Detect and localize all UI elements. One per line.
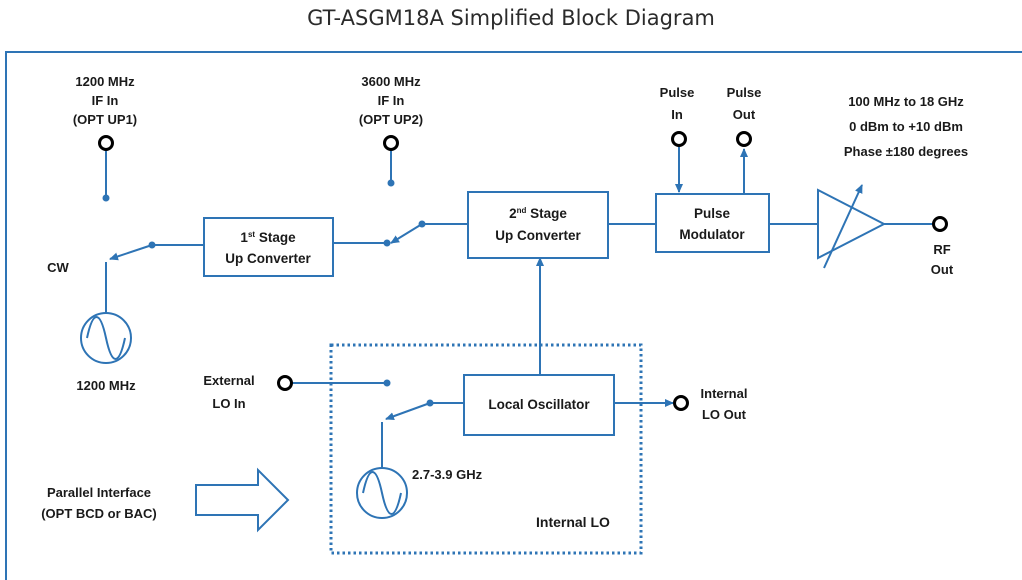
pulse-in-label-2: In [671,107,683,122]
if1200-label-1: 1200 MHz [75,74,135,89]
parallel-interface-label-1: Parallel Interface [47,485,151,500]
rf-out-label-1: RF [933,242,950,257]
if3600-label-2: IF In [378,93,405,108]
vco-freq-label: 2.7-3.9 GHz [412,467,483,482]
stage2-subtitle: Up Converter [495,228,581,243]
amplifier-variable-arrow [823,184,863,269]
cw-switch-arm [109,244,153,261]
stage1-subtitle: Up Converter [225,251,311,266]
if3600-switch-contact [387,179,395,187]
if1200-label-2: IF In [92,93,119,108]
output-spec-line2: 0 dBm to +10 dBm [849,119,963,134]
vco-source-icon [356,467,408,519]
rf-out-port[interactable] [932,216,948,232]
ext-lo-label-2: LO In [212,396,245,411]
pulse-out-label-1: Pulse [727,85,762,100]
pulse-out-label-2: Out [733,107,756,122]
stage1-output-node [383,239,391,247]
pulse-in-port[interactable] [671,131,687,147]
if1200-label-3: (OPT UP1) [73,112,137,127]
pulse-modulator-line2: Modulator [679,227,745,242]
lo-switch-arm [385,402,431,421]
if1200-switch-contact [102,194,110,202]
internal-lo-box [329,343,643,555]
parallel-interface-label-2: (OPT BCD or BAC) [41,506,157,521]
output-spec-line3: Phase ±180 degrees [844,144,968,159]
local-oscillator-block [463,374,615,436]
rf-out-label-2: Out [931,262,954,277]
if3600-label-1: 3600 MHz [361,74,421,89]
cw-freq-label: 1200 MHz [76,378,136,393]
cw-label: CW [47,260,69,275]
if-switch-arm [390,223,423,244]
if3600-in-port[interactable] [383,135,399,151]
stage2-block [467,191,609,259]
cw-source-icon [80,312,132,364]
diagram-title: GT-ASGM18A Simplified Block Diagram [307,6,715,30]
amplifier-triangle [817,188,887,260]
pulse-in-label-1: Pulse [660,85,695,100]
ext-lo-label-1: External [203,373,254,388]
stage1-block [203,217,334,277]
if3600-label-3: (OPT UP2) [359,112,423,127]
internal-lo-out-port[interactable] [673,395,689,411]
local-oscillator-label: Local Oscillator [488,397,590,412]
pulse-modulator-block [655,193,770,253]
output-spec-line1: 100 MHz to 18 GHz [848,94,964,109]
ext-lo-switch-contact [383,379,391,387]
parallel-interface-arrow [195,467,290,533]
internal-lo-label: Internal LO [536,514,610,530]
stage1-title: 1st Stage [240,230,296,245]
if1200-in-port[interactable] [98,135,114,151]
pulse-modulator-line1: Pulse [694,206,731,221]
internal-lo-out-label-2: LO Out [702,407,747,422]
stage2-title: 2nd Stage [509,206,567,221]
stage1-input-node [148,241,156,249]
ext-lo-in-port[interactable] [277,375,293,391]
internal-lo-out-label-1: Internal [701,386,748,401]
outer-frame [5,51,1022,580]
pulse-out-port[interactable] [736,131,752,147]
